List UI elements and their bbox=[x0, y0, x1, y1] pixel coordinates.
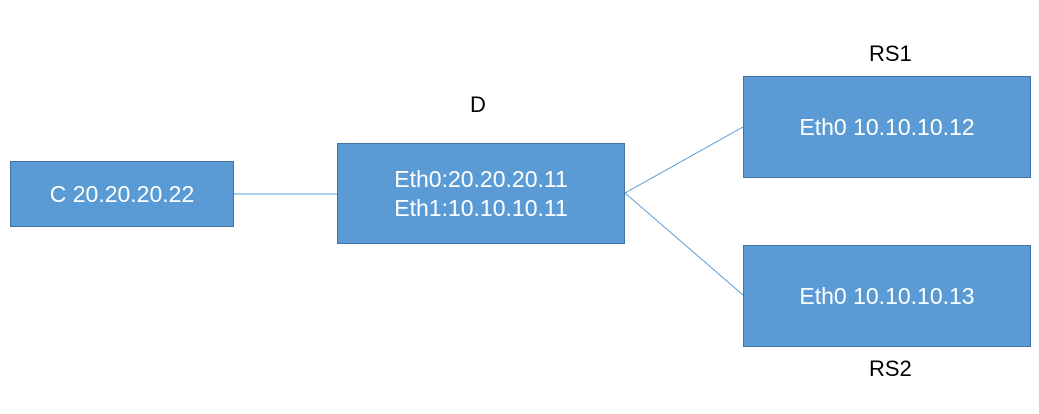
director-node: Eth0:20.20.20.11 Eth1:10.10.10.11 bbox=[337, 143, 625, 244]
client-node-text: C 20.20.20.22 bbox=[49, 180, 195, 207]
rs2-node-text: Eth0 10.10.10.13 bbox=[799, 282, 975, 309]
client-node: C 20.20.20.22 bbox=[10, 161, 234, 227]
rs1-label: RS1 bbox=[869, 41, 912, 66]
director-eth0-text: Eth0:20.20.20.11 bbox=[394, 165, 568, 192]
rs2-label: RS2 bbox=[869, 356, 912, 381]
director-label: D bbox=[470, 92, 486, 117]
connector-director-rs2 bbox=[624, 192, 744, 296]
rs2-node: Eth0 10.10.10.13 bbox=[743, 245, 1031, 347]
connector-director-rs1 bbox=[624, 126, 744, 194]
rs1-node-text: Eth0 10.10.10.12 bbox=[799, 113, 975, 140]
director-eth1-text: Eth1:10.10.10.11 bbox=[394, 194, 568, 221]
rs1-node: Eth0 10.10.10.12 bbox=[743, 76, 1031, 178]
